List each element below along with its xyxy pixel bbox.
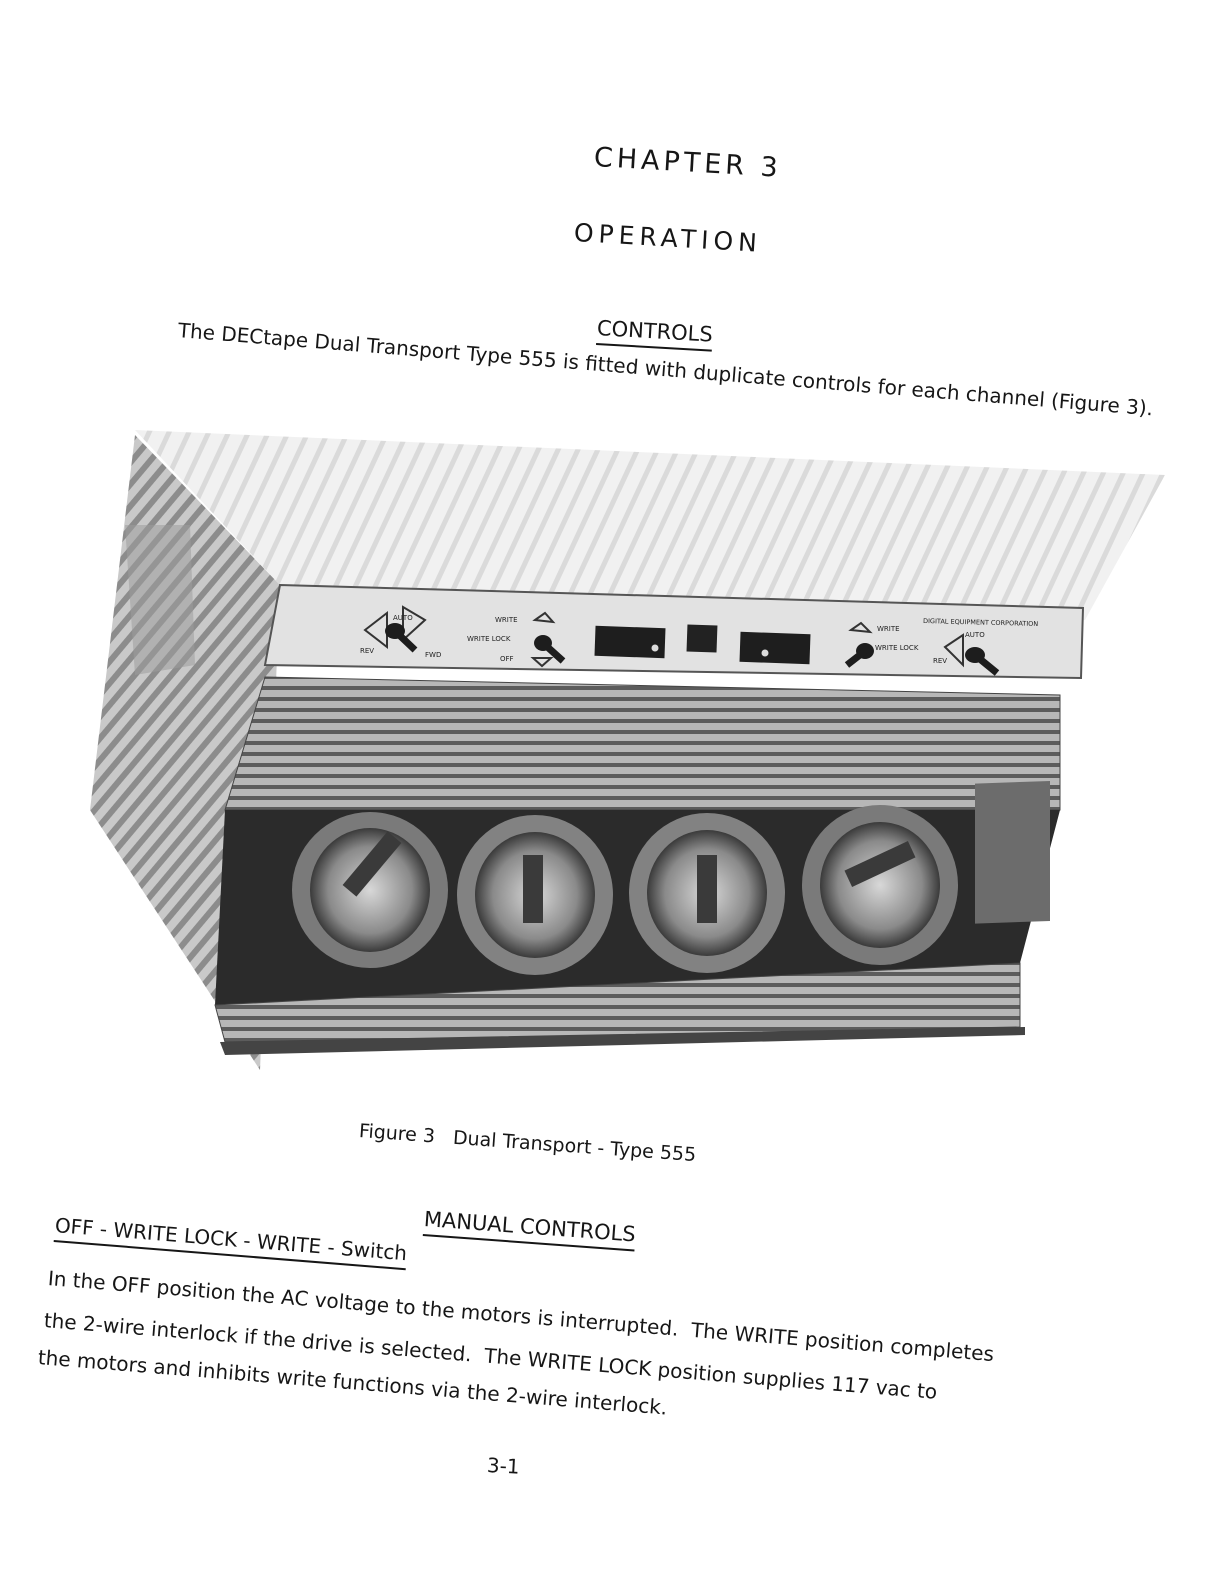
panel-rev-label-left: REV bbox=[360, 647, 374, 655]
panel-write-lock-label-right: WRITE LOCK bbox=[875, 644, 919, 652]
panel-brand-label: DIGITAL EQUIPMENT CORPORATION bbox=[923, 617, 1038, 628]
tape-reel-1 bbox=[292, 812, 448, 968]
unit-selector-right bbox=[739, 631, 811, 665]
figure-caption: Figure 3 Dual Transport - Type 555 bbox=[358, 1120, 697, 1167]
unit-selector-left bbox=[594, 625, 666, 659]
tape-reel-4 bbox=[802, 805, 958, 965]
lower-grille bbox=[214, 962, 1021, 1043]
panel-write-label-right: WRITE bbox=[877, 625, 900, 633]
page-number: 3-1 bbox=[486, 1453, 521, 1479]
panel-auto-label-right: AUTO bbox=[965, 631, 985, 639]
cabinet-top bbox=[135, 430, 1165, 620]
rev-fwd-switch-right bbox=[943, 633, 964, 668]
panel-fwd-label-left: FWD bbox=[425, 651, 441, 659]
chapter-number: CHAPTER 3 bbox=[593, 142, 783, 184]
panel-write-lock-label-left: WRITE LOCK bbox=[467, 635, 511, 643]
control-panel: AUTO REV FWD WRITE WRITE LOCK OFF WRITE … bbox=[263, 583, 1085, 680]
upper-grille bbox=[224, 676, 1061, 811]
panel-off-label-left: OFF bbox=[500, 655, 514, 663]
panel-auto-label-left: AUTO bbox=[393, 614, 413, 622]
tape-reels bbox=[292, 805, 958, 975]
controls-heading: CONTROLS bbox=[596, 316, 714, 347]
chapter-title: OPERATION bbox=[573, 218, 763, 258]
tape-reel-3 bbox=[629, 813, 785, 973]
switch-subheading: OFF - WRITE LOCK - WRITE - Switch bbox=[54, 1213, 408, 1266]
dual-transport-photo: AUTO REV FWD WRITE WRITE LOCK OFF WRITE … bbox=[90, 430, 1165, 1070]
panel-rev-label-right: REV bbox=[933, 657, 947, 665]
panel-write-label-left: WRITE bbox=[495, 616, 518, 624]
center-indicator bbox=[686, 624, 718, 653]
manual-controls-heading: MANUAL CONTROLS bbox=[423, 1207, 637, 1247]
tape-reel-2 bbox=[457, 815, 613, 975]
